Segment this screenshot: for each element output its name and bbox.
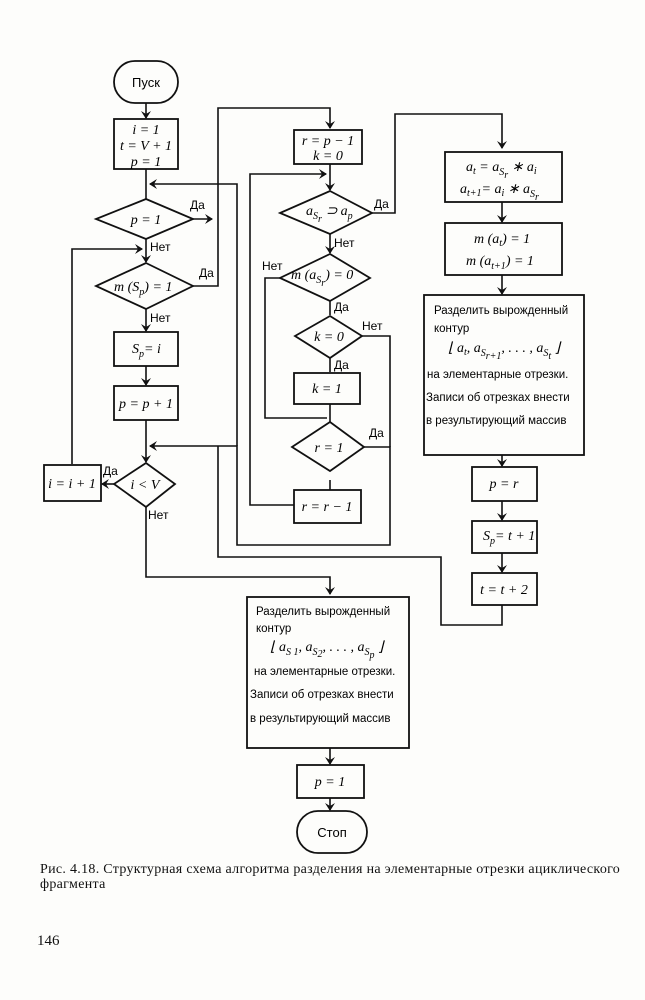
set-p-r-block (471, 466, 538, 502)
edge-return-p1 (149, 179, 238, 446)
set-sp-label: Sp= t + 1 (483, 529, 535, 547)
init-r-line-2: k = 0 (313, 149, 343, 164)
decision-k-equals-0 (293, 314, 364, 360)
stop-label: Стоп (317, 825, 346, 840)
decision-p-equals-1 (93, 198, 196, 240)
edge-inci-loop (71, 244, 143, 464)
split-bottom-line-3: на элементарные отрезки. (254, 666, 395, 678)
increment-i-block (43, 464, 102, 502)
edge-condm-no (264, 277, 327, 419)
label-yes: Да (369, 426, 384, 440)
label-yes: Да (199, 266, 214, 280)
label-no: Нет (148, 508, 169, 522)
edge-inct-loop (217, 446, 503, 626)
increment-p-block (113, 385, 179, 421)
set-k-1-label: k = 1 (312, 382, 342, 397)
decision-m-label: m (aSr) = 0 (291, 268, 353, 289)
decision-k-equals-0-label: k = 0 (314, 330, 344, 345)
decision-r-equals-1-label: r = 1 (315, 441, 344, 456)
split-bottom-line-4: Записи об отрезках внести (250, 689, 394, 701)
start-terminal (113, 60, 179, 104)
init-r-block (293, 129, 363, 165)
split-right-line-4: Записи об отрезках внести (426, 392, 570, 404)
label-yes: Да (334, 300, 349, 314)
split-bottom-line-2: контур (256, 623, 291, 635)
mark-line-2: m (at+1) = 1 (466, 254, 534, 272)
decision-a-label: aSr⊃ap (306, 204, 353, 225)
decision-i-less-v (112, 461, 177, 509)
label-no: Нет (150, 311, 171, 325)
edge-conda-yes (372, 113, 507, 214)
label-yes: Да (190, 198, 205, 212)
mark-block (444, 222, 563, 276)
edge-r1-yes (149, 441, 391, 546)
label-no: Нет (362, 319, 383, 333)
edge-k0-no (362, 335, 391, 447)
page-number: 146 (37, 933, 60, 949)
set-p-r-label: p = r (489, 477, 519, 492)
decision-m-sp-main: m (Sp) = 1 (114, 280, 172, 298)
increment-i-label: i = i + 1 (48, 477, 96, 492)
label-yes: Да (334, 358, 349, 372)
figure-caption: Рис. 4.18. Структурная схема алгоритма р… (40, 862, 621, 892)
set-p-1-block (296, 764, 365, 799)
init-block (113, 118, 179, 170)
split-right-line-2: контур (434, 323, 469, 335)
decrement-r-label: r = r − 1 (302, 500, 353, 515)
start-label: Пуск (132, 75, 160, 90)
decision-i-less-v-label: i < V (131, 478, 161, 493)
split-contour-block-bottom (246, 596, 410, 749)
label-yes: Да (374, 197, 389, 211)
init-line-3: p = 1 (130, 155, 161, 170)
swap-block (444, 151, 563, 203)
init-line-1: i = 1 (132, 123, 159, 138)
split-right-line-1: Разделить вырожденный (434, 305, 568, 317)
label-yes: Да (103, 464, 118, 478)
mark-line-1: m (at) = 1 (474, 232, 530, 249)
set-k-1-block (293, 372, 361, 405)
edge-decr-loop (249, 169, 327, 506)
split-bottom-line-1: Разделить вырожденный (256, 606, 390, 618)
decision-r-equals-1 (290, 420, 366, 473)
label-no: Нет (262, 259, 283, 273)
edge-cond-msp-yes (189, 107, 335, 287)
decision-m-sp-equals-1 (93, 262, 196, 310)
label-no: Нет (334, 236, 355, 250)
increment-t-block (471, 572, 538, 606)
split-right-line-3: на элементарные отрезки. (427, 369, 568, 381)
set-sp-block (471, 520, 538, 554)
assign-sp-block (113, 331, 179, 367)
edge-iv-no (145, 507, 335, 595)
decrement-r-block (293, 489, 362, 524)
init-r-line-1: r = p − 1 (302, 134, 354, 149)
split-right-line-5: в результирующий массив (426, 415, 566, 427)
split-contour-block-right (423, 294, 585, 456)
set-p-1-label: p = 1 (314, 775, 345, 790)
decision-p-equals-1-label: p = 1 (130, 213, 161, 228)
stop-terminal (296, 810, 368, 854)
decision-m-a-sr-equals-0 (277, 252, 372, 303)
increment-t-label: t = t + 2 (480, 583, 528, 598)
assign-sp-label: Sp= i (132, 342, 161, 360)
init-line-2: t = V + 1 (120, 139, 172, 154)
label-no: Нет (150, 240, 171, 254)
decision-a-sr-contains-a-p (277, 190, 374, 235)
split-bottom-line-5: в результирующий массив (250, 713, 390, 725)
increment-p-label: p = p + 1 (118, 397, 173, 412)
connectors (71, 103, 507, 811)
